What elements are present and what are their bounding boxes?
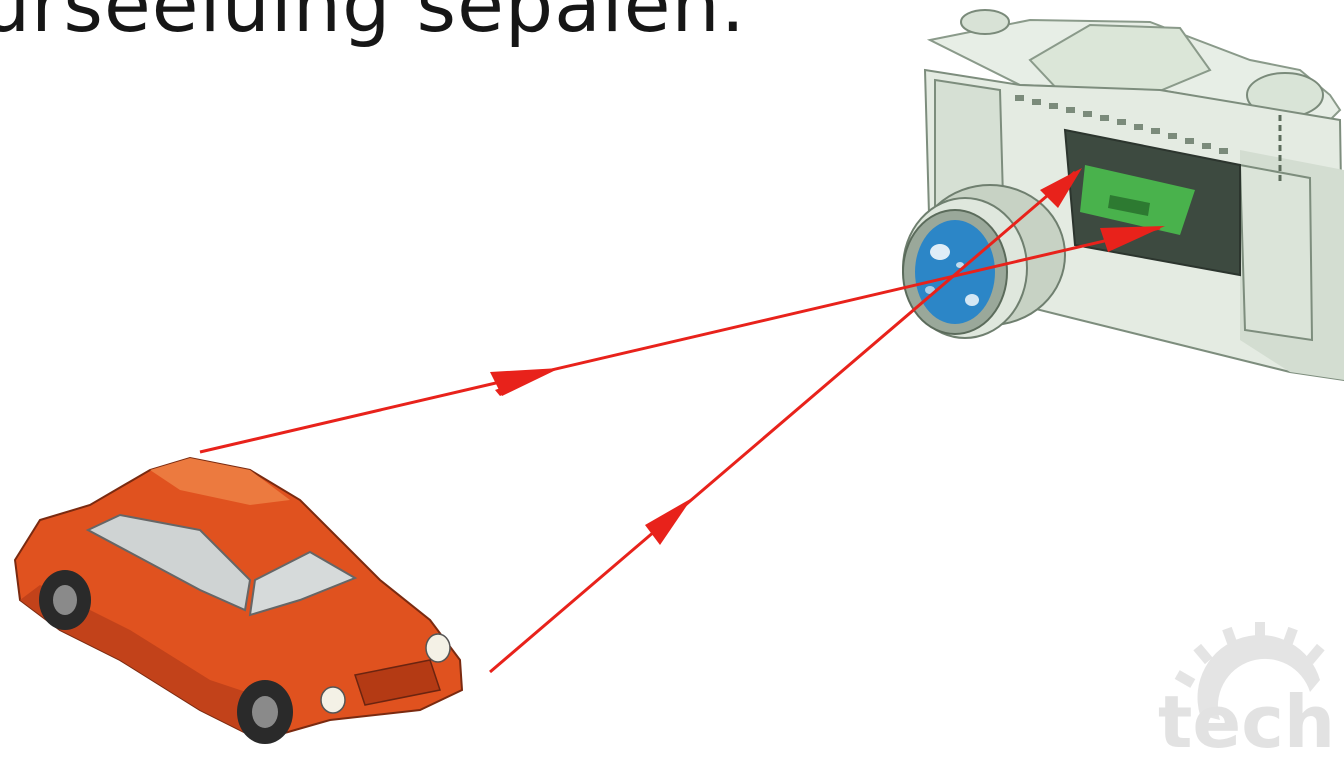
light-rays	[199, 170, 1161, 674]
ray-lower	[489, 170, 1076, 674]
gear-logo-icon	[1174, 622, 1325, 720]
car-illustration	[13, 456, 464, 744]
ray-upper	[199, 226, 1161, 454]
camera-illustration	[902, 9, 1344, 382]
arrowhead-upper-end	[1100, 226, 1165, 252]
slide-title: urseeluing sepalen.	[0, 0, 746, 49]
arrowhead-lower-end	[1040, 168, 1082, 208]
arrowhead-lower-mid	[645, 498, 692, 545]
watermark-text: tech	[1158, 680, 1336, 764]
arrowhead-upper-mid-fill	[490, 368, 560, 396]
